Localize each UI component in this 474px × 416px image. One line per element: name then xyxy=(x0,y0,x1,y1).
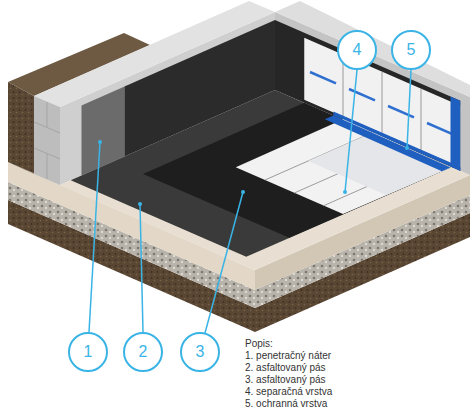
leader-dot xyxy=(405,146,409,150)
callout-number: 1 xyxy=(84,344,93,360)
block-wall xyxy=(34,96,60,185)
board-print xyxy=(427,123,453,134)
list-item: 3. asfaltovaný pás xyxy=(245,374,332,386)
block-joint xyxy=(47,102,48,128)
protective-strip xyxy=(451,97,461,171)
leader-line xyxy=(407,70,411,148)
callout-circle: 4 xyxy=(337,30,377,70)
board-print xyxy=(349,89,375,100)
board-print xyxy=(310,72,336,83)
board-joint xyxy=(382,72,383,134)
leader-line xyxy=(89,142,100,332)
list-heading: Popis: xyxy=(245,338,332,350)
leader-line xyxy=(205,192,243,333)
callout-circle: 1 xyxy=(68,332,108,372)
separation-layer xyxy=(236,119,451,214)
list-item: 1. penetračný náter xyxy=(245,350,332,362)
leader-dot xyxy=(98,140,102,144)
protective-edge xyxy=(325,116,451,172)
asphalt-layer-2 xyxy=(143,103,451,238)
callout-number: 2 xyxy=(139,344,148,360)
list-item: 2. asfaltovaný pás xyxy=(245,362,332,374)
list-item: 4. separačná vrstva xyxy=(245,386,332,398)
description-list: Popis:1. penetračný náter2. asfaltovaný … xyxy=(245,338,332,410)
leader-dot xyxy=(343,190,347,194)
callout-number: 3 xyxy=(196,344,205,360)
leader-dot xyxy=(241,190,245,194)
callout-number: 5 xyxy=(407,42,416,58)
board-joint xyxy=(421,89,422,151)
list-item: 5. ochranná vrstva xyxy=(245,398,332,410)
callout-number: 4 xyxy=(353,42,362,58)
soil-block xyxy=(8,82,34,174)
asphalt-layer-1 xyxy=(71,90,451,257)
block-joint xyxy=(47,154,48,179)
leader-line xyxy=(140,204,143,332)
callout-circle: 5 xyxy=(391,30,431,70)
leader-line xyxy=(345,70,357,192)
callout-circle: 3 xyxy=(180,332,220,372)
callout-circle: 2 xyxy=(123,332,163,372)
board-print xyxy=(388,106,414,117)
leader-dot xyxy=(138,202,142,206)
